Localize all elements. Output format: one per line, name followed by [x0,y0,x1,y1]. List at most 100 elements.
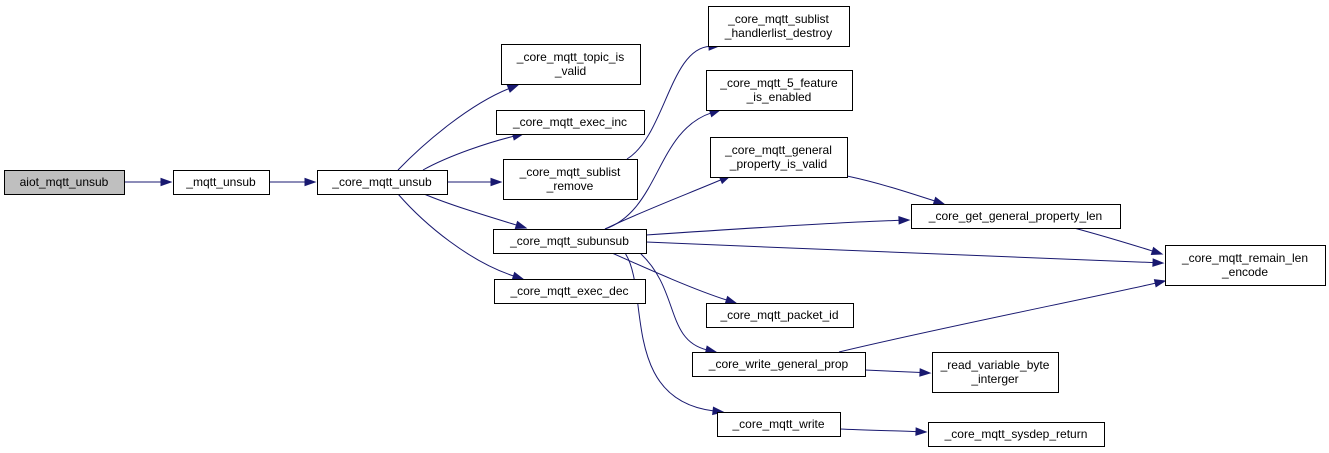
node-label: _core_mqtt_write [731,417,824,431]
arrowhead-icon [1153,279,1167,288]
edge-mqtt_write-to-sysdep_return [839,427,928,436]
arrowhead-icon [1152,258,1165,267]
node-read_variable_byte[interactable]: _read_variable_byte_interger [932,352,1059,393]
arrowhead-icon [506,84,520,93]
node-label: _core_mqtt_subunsub [509,234,629,248]
edge-general_property_valid-to-general_property_len [846,175,946,205]
node-box [706,70,853,111]
node-label: _core_get_general_property_len [928,209,1102,223]
arrowhead-icon [514,220,528,230]
edge-line [397,193,515,277]
arrowhead-icon [1150,246,1164,255]
edge-subunsub-to-write_general_prop [639,252,718,354]
arrowhead-icon [932,196,946,205]
node-general_property_valid[interactable]: _core_mqtt_general_property_is_valid [710,137,848,178]
edge-aiot_mqtt_unsub-to-mqtt_unsub [124,177,173,187]
node-subunsub[interactable]: _core_mqtt_subunsub [493,229,647,254]
node-label: _core_mqtt_sysdep_return [944,427,1088,441]
node-exec_inc[interactable]: _core_mqtt_exec_inc [496,110,645,135]
node-label: _valid [554,64,586,78]
node-box [1165,245,1326,286]
nodes-layer: aiot_mqtt_unsub _mqtt_unsub _core_mqtt_uns… [4,6,1326,447]
node-label: _remove [546,179,594,193]
node-label: _encode [1221,265,1268,279]
node-label: _core_mqtt_sublist [727,12,829,26]
edge-line [645,219,901,236]
node-sysdep_return[interactable]: _core_mqtt_sysdep_return [928,422,1105,447]
node-box [710,137,848,178]
edge-write_general_prop-to-remain_len_encode [838,279,1167,353]
node-core_mqtt_unsub[interactable]: _core_mqtt_unsub [317,170,448,195]
node-packet_id[interactable]: _core_mqtt_packet_id [706,303,854,328]
edge-line [422,135,515,171]
node-general_property_len[interactable]: _core_get_general_property_len [911,204,1121,229]
node-label: _core_write_general_prop [708,357,849,371]
edge-general_property_len-to-remain_len_encode [1073,227,1164,255]
node-box [501,44,641,85]
node-box [493,229,647,254]
node-label: _is_enabled [746,90,812,104]
edge-line [397,87,510,171]
node-topic_is_valid[interactable]: _core_mqtt_topic_is_valid [501,44,641,85]
edge-subunsub-to-general_property_len [645,216,911,236]
edge-line [864,369,922,374]
node-label: _property_is_valid [729,157,827,171]
node-label: _core_mqtt_remain_len [1181,251,1308,265]
node-mqtt_write[interactable]: _core_mqtt_write [717,412,841,437]
node-remain_len_encode[interactable]: _core_mqtt_remain_len_encode [1165,245,1326,286]
edge-line [846,175,936,202]
arrowhead-icon [511,271,525,280]
edge-line [639,252,708,351]
edge-write_general_prop-to-read_variable_byte [864,368,932,377]
node-sublist_remove[interactable]: _core_mqtt_sublist_remove [503,159,638,200]
edge-line [839,428,918,433]
arrowhead-icon [724,295,738,304]
node-label: _interger [970,372,1018,386]
node-label: _core_mqtt_5_feature [719,76,838,90]
arrowhead-icon [915,427,928,436]
node-box [4,170,125,195]
node-label: _core_mqtt_exec_inc [512,115,627,129]
arrowhead-icon [304,177,317,187]
node-label: _core_mqtt_sublist [519,165,621,179]
node-box [692,352,866,377]
edge-line [624,252,715,412]
edge-line [604,179,722,230]
node-mqtt_unsub[interactable]: _mqtt_unsub [173,170,270,195]
edge-line [423,193,518,226]
node-box [717,412,841,437]
edge-core_mqtt_unsub-to-subunsub [423,193,528,230]
node-exec_dec[interactable]: _core_mqtt_exec_dec [494,279,646,304]
arrowhead-icon [490,177,503,187]
node-label: _handlerlist_destroy [724,26,832,40]
edge-subunsub-to-packet_id [611,252,738,304]
edge-subunsub-to-mqtt_write [624,252,725,416]
node-box [317,170,448,195]
node-handlerlist_destroy[interactable]: _core_mqtt_sublist_handlerlist_destroy [708,6,850,47]
arrowhead-icon [160,177,173,187]
node-box [706,303,854,328]
node-box [173,170,270,195]
node-box [503,159,638,200]
node-box [932,352,1059,393]
node-box [911,204,1121,229]
node-aiot_mqtt_unsub[interactable]: aiot_mqtt_unsub [4,170,125,195]
edge-core_mqtt_unsub-to-sublist_remove [447,177,503,187]
node-box [708,6,850,47]
node-box [494,279,646,304]
edge-line [1073,227,1154,252]
node-label: _core_mqtt_unsub [331,175,432,189]
edge-line [611,252,728,301]
edge-core_mqtt_unsub-to-topic_is_valid [397,84,520,171]
edge-line [604,112,712,230]
arrowhead-icon [919,368,932,377]
node-label: aiot_mqtt_unsub [20,175,109,189]
edge-mqtt_unsub-to-core_mqtt_unsub [269,177,317,187]
node-label: _mqtt_unsub [185,175,256,189]
edge-line [838,282,1157,353]
node-box [496,110,645,135]
node-feature_enabled[interactable]: _core_mqtt_5_feature_is_enabled [706,70,853,111]
node-write_general_prop[interactable]: _core_write_general_prop [692,352,866,377]
node-label: _core_mqtt_general [724,143,832,157]
